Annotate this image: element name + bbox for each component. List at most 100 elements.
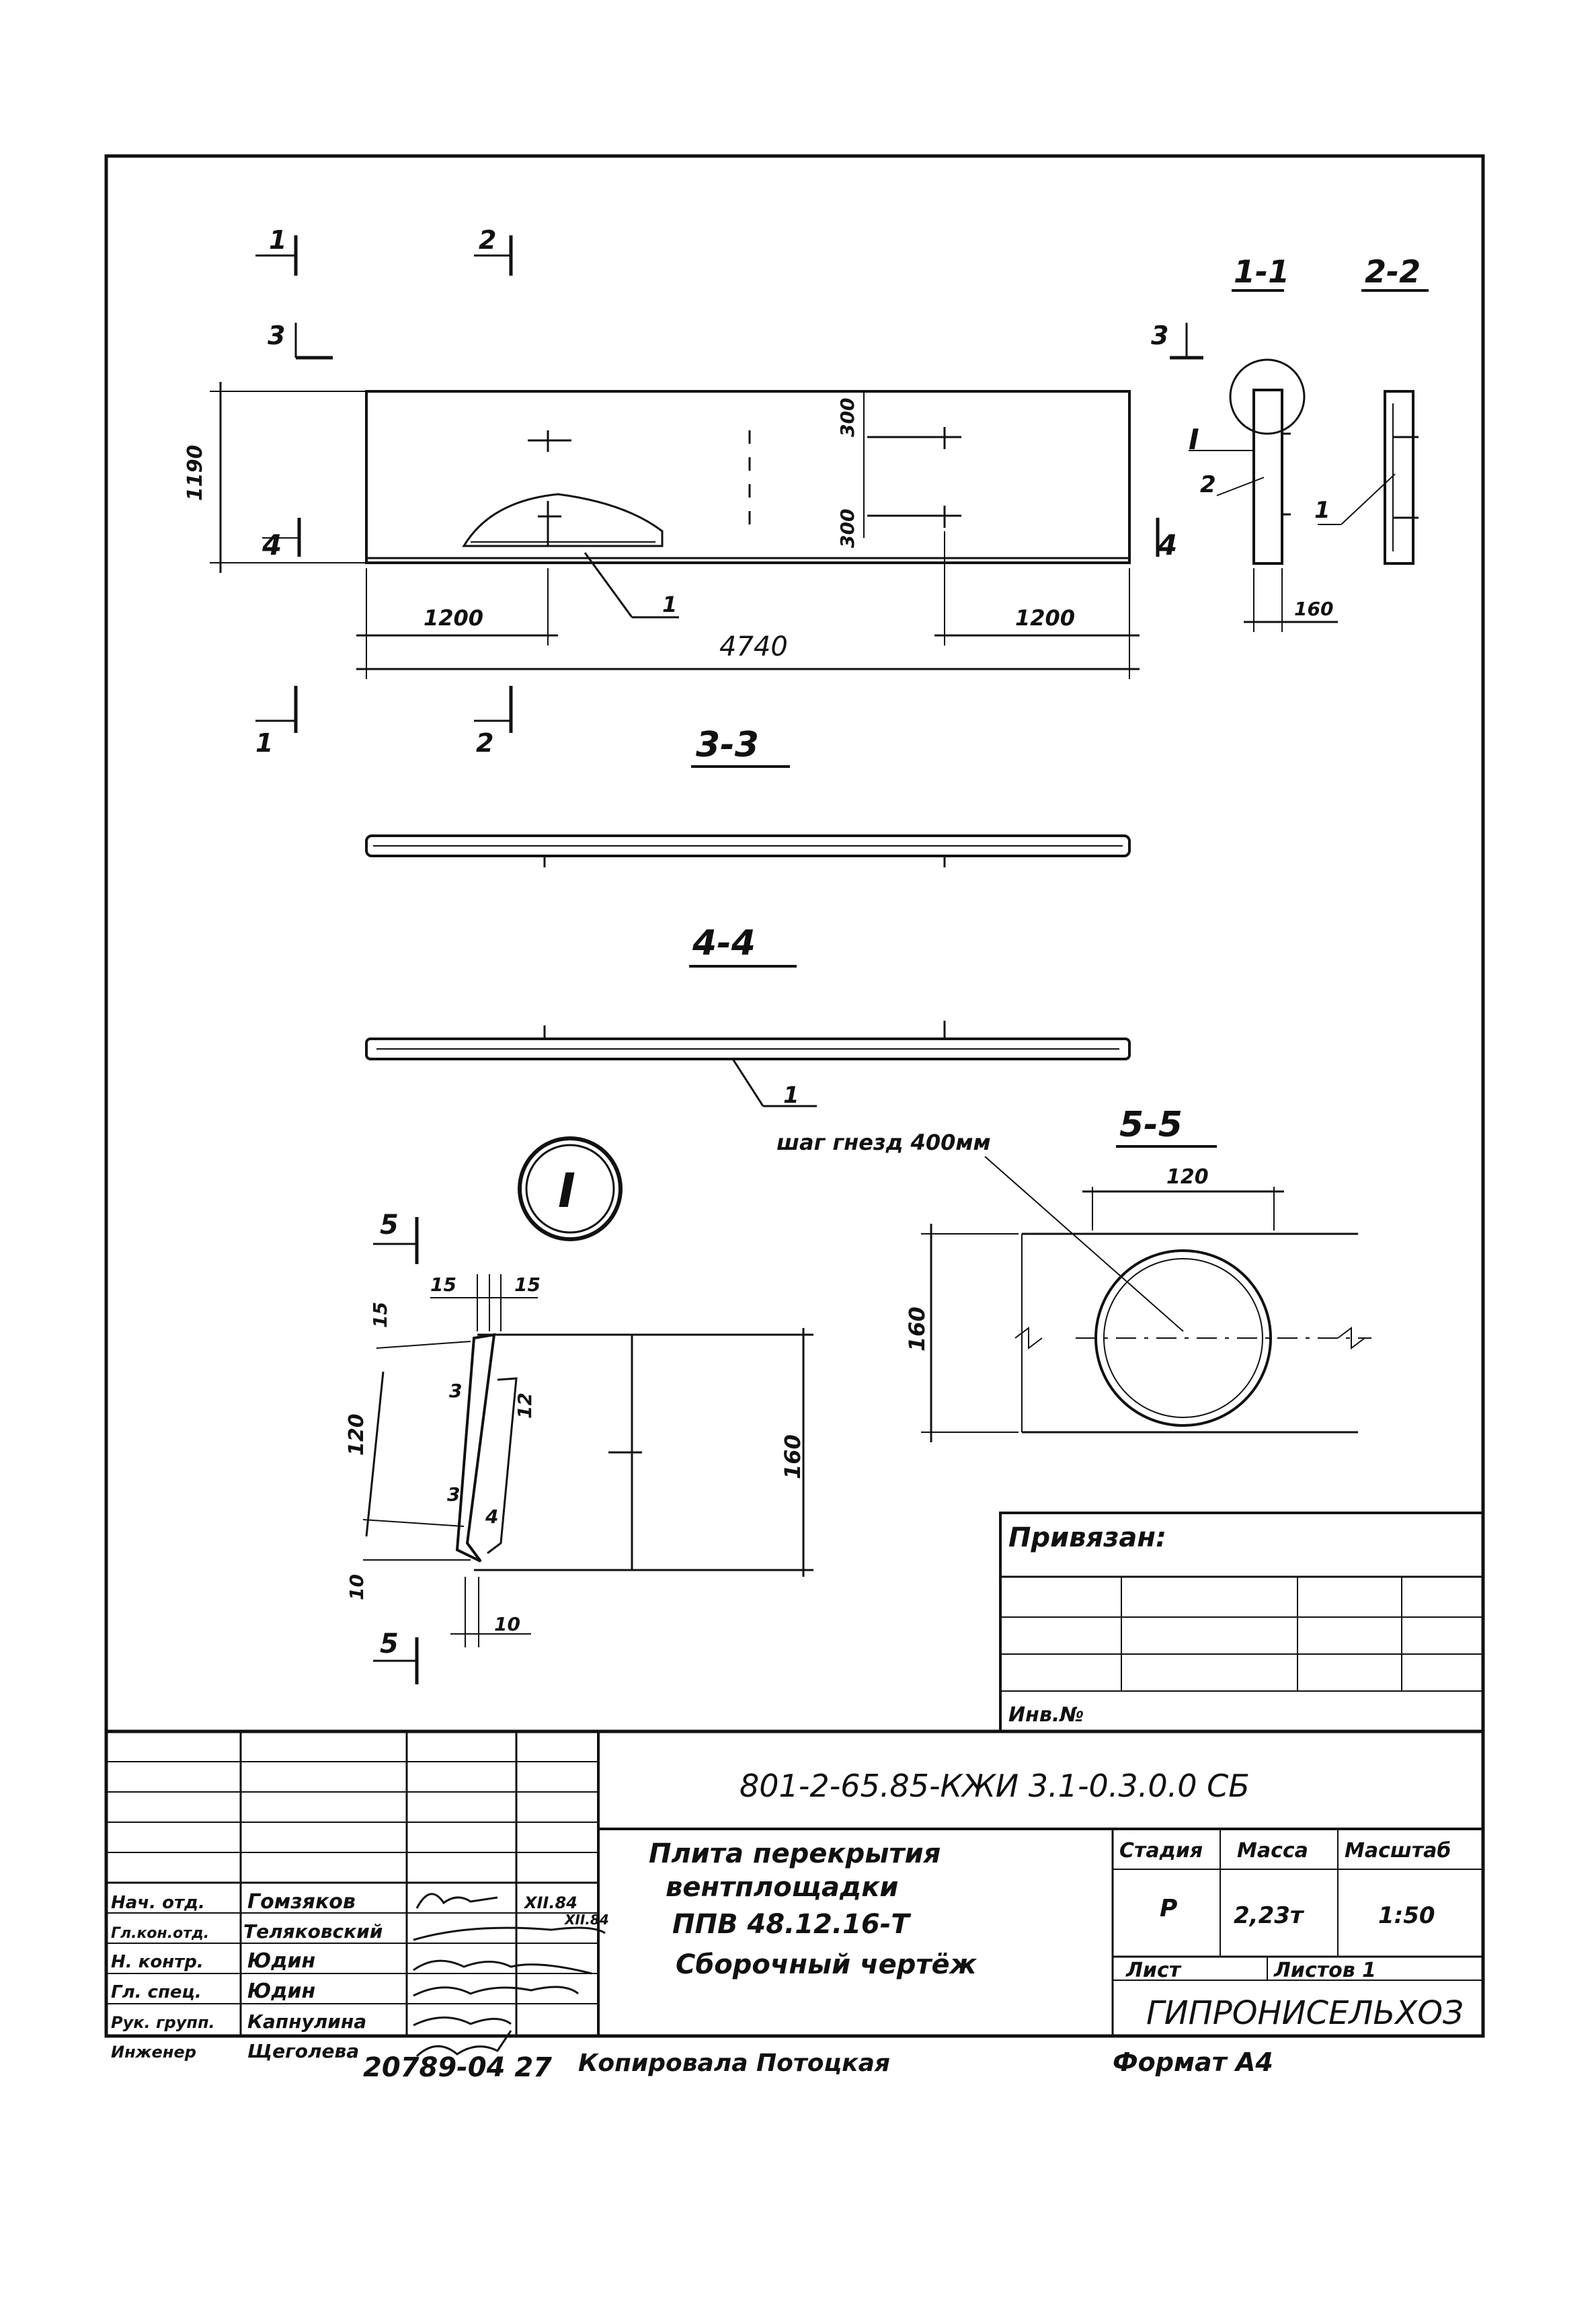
cut-marker-2-top: 2 bbox=[474, 225, 513, 276]
dim-detail-15-c: 15 bbox=[369, 1302, 391, 1328]
svg-text:4: 4 bbox=[262, 529, 282, 561]
value-mass: 2,23т bbox=[1234, 1902, 1305, 1929]
section-title-4-4: 4-4 bbox=[692, 923, 756, 964]
staff-name-4: Капнулина bbox=[247, 2010, 366, 2033]
binding-box: Привязан: Инв.№ bbox=[999, 1512, 1484, 1733]
header-stage: Стадия bbox=[1119, 1839, 1203, 1863]
dim-offset-300-a: 300 bbox=[836, 398, 859, 437]
cut-marker-3-right: 3 bbox=[1151, 321, 1203, 360]
detail-I-label: I bbox=[558, 1163, 575, 1218]
callout-pos-1-2-2: 1 bbox=[1314, 497, 1330, 524]
loop-mark bbox=[867, 506, 961, 528]
value-scale: 1:50 bbox=[1378, 1902, 1435, 1929]
callout-pos-1: 1 bbox=[662, 592, 677, 617]
dim-detail-10-a: 10 bbox=[346, 1574, 368, 1600]
dim-detail-4: 4 bbox=[485, 1505, 498, 1528]
dim-thickness: 160 bbox=[1294, 598, 1333, 620]
staff-name-2: Юдин bbox=[247, 1949, 315, 1973]
detail-I-circle bbox=[1229, 358, 1306, 435]
section-3-3: 3-3 bbox=[365, 725, 1131, 867]
dim-plan-height: 1190 bbox=[184, 445, 207, 502]
loop-mark bbox=[528, 430, 571, 452]
dim-detail-120: 120 bbox=[345, 1413, 368, 1456]
footer: 20789-04 27 Копировала Потоцкая Формат А… bbox=[363, 2047, 1273, 2083]
staff-role-4: Рук. групп. bbox=[111, 2013, 215, 2032]
title-block: 801-2-65.85-КЖИ 3.1-0.3.0.0 СБ Плита пер… bbox=[104, 1729, 1485, 2062]
detail-I-badge bbox=[518, 1136, 623, 1241]
header-scale: Масштаб bbox=[1345, 1839, 1451, 1863]
signatures bbox=[413, 1893, 606, 2058]
section-title-1-1: 1-1 bbox=[1234, 253, 1289, 290]
header-sheets: Листов 1 bbox=[1273, 1959, 1376, 1982]
cut-marker-2-bottom: 2 bbox=[474, 686, 513, 758]
svg-text:3: 3 bbox=[1151, 321, 1168, 350]
description-line-4: Сборочный чертёж bbox=[676, 1949, 977, 1980]
callout-pos-1-4-4: 1 bbox=[783, 1082, 799, 1109]
staff-name-5: Щеголева bbox=[247, 2040, 359, 2062]
staff-name-1: Теляковский bbox=[243, 1920, 383, 1943]
svg-text:3: 3 bbox=[268, 321, 285, 350]
breakout-outline bbox=[462, 493, 664, 547]
format-label: Формат А4 bbox=[1113, 2047, 1273, 2077]
detail-I: I 5 5 160 120 15 15 15 3 3 12 4 10 bbox=[345, 1136, 813, 1684]
binding-title: Привязан: bbox=[1008, 1522, 1166, 1553]
archive-number: 20789-04 27 bbox=[363, 2052, 552, 2083]
document-code: 801-2-65.85-КЖИ 3.1-0.3.0.0 СБ bbox=[740, 1768, 1250, 1804]
cut-marker-1-bottom: 1 bbox=[255, 686, 298, 758]
dim-detail-10-b: 10 bbox=[494, 1613, 520, 1635]
header-mass: Масса bbox=[1237, 1839, 1308, 1863]
sign-date: XII.84 bbox=[523, 1893, 577, 1912]
description-line-1: Плита перекрытия bbox=[649, 1838, 941, 1869]
staff-role-3: Гл. спец. bbox=[111, 1982, 202, 2002]
description-line-2: вентплощадки bbox=[666, 1872, 898, 1903]
staff-name-3: Юдин bbox=[247, 1980, 315, 2003]
detail-I-callout: I bbox=[1189, 423, 1199, 456]
svg-text:1: 1 bbox=[269, 225, 286, 255]
staff-name-0: Гомзяков bbox=[247, 1890, 356, 1914]
description-line-3: ППВ 48.12.16-Т bbox=[672, 1909, 911, 1940]
dim-detail-3-a: 3 bbox=[449, 1380, 462, 1402]
section-5-5: 5-5 шаг гнезд 400мм 120 160 bbox=[776, 1105, 1371, 1442]
cut-marker-5-bottom: 5 bbox=[380, 1629, 399, 1659]
inventory-label: Инв.№ bbox=[1008, 1703, 1084, 1727]
dim-s55-height: 160 bbox=[904, 1306, 930, 1352]
cut-marker-4-right: 4 bbox=[1156, 518, 1177, 561]
cut-marker-5-top: 5 bbox=[380, 1210, 399, 1241]
cut-marker-1-top: 1 bbox=[255, 225, 298, 276]
dim-detail-12: 12 bbox=[514, 1393, 536, 1419]
organization: ГИПРОНИСЕЛЬХОЗ bbox=[1146, 1994, 1464, 2032]
staff-role-1: Гл.кон.отд. bbox=[111, 1925, 209, 1942]
header-sheet: Лист bbox=[1125, 1959, 1182, 1982]
loop-mark bbox=[867, 427, 961, 449]
staff-role-5: Инженер bbox=[111, 2043, 196, 2062]
value-stage: Р bbox=[1160, 1895, 1177, 1922]
cut-marker-3-left: 3 bbox=[268, 321, 333, 360]
svg-text:4: 4 bbox=[1157, 529, 1177, 561]
svg-text:2: 2 bbox=[479, 225, 496, 255]
dim-offset-300-b: 300 bbox=[836, 509, 859, 548]
dim-detail-15-b: 15 bbox=[514, 1274, 541, 1296]
section-title-2-2: 2-2 bbox=[1365, 253, 1421, 290]
dim-detail-3-b: 3 bbox=[447, 1483, 460, 1505]
dim-left-1200: 1200 bbox=[424, 605, 483, 631]
cut-markers: 1 2 3 4 3 4 1 bbox=[255, 225, 1203, 758]
copied-by: Копировала Потоцкая bbox=[578, 2049, 890, 2077]
dim-detail-15-a: 15 bbox=[430, 1274, 456, 1296]
plan-view: 1190 300 300 1200 1200 4740 1 bbox=[184, 382, 1140, 679]
cut-marker-4-left: 4 bbox=[262, 518, 301, 561]
section-title-3-3: 3-3 bbox=[696, 725, 759, 765]
callout-nest-spacing: шаг гнезд 400мм bbox=[776, 1130, 991, 1155]
section-4-4: 4-4 1 bbox=[365, 923, 1131, 1109]
svg-text:1: 1 bbox=[255, 728, 273, 758]
dim-overall-length: 4740 bbox=[719, 631, 788, 662]
svg-text:2: 2 bbox=[476, 728, 493, 758]
sections-1-1-2-2: 1-1 2-2 160 I 2 1 bbox=[1189, 253, 1429, 632]
callout-pos-2: 2 bbox=[1200, 471, 1216, 498]
dim-s55-width: 120 bbox=[1166, 1165, 1209, 1189]
sign-date-2: XII.84 bbox=[563, 1912, 609, 1928]
section-title-5-5: 5-5 bbox=[1119, 1105, 1183, 1145]
dim-right-1200: 1200 bbox=[1015, 605, 1075, 631]
dim-detail-160: 160 bbox=[780, 1434, 805, 1479]
staff-role-2: Н. контр. bbox=[111, 1952, 204, 1972]
